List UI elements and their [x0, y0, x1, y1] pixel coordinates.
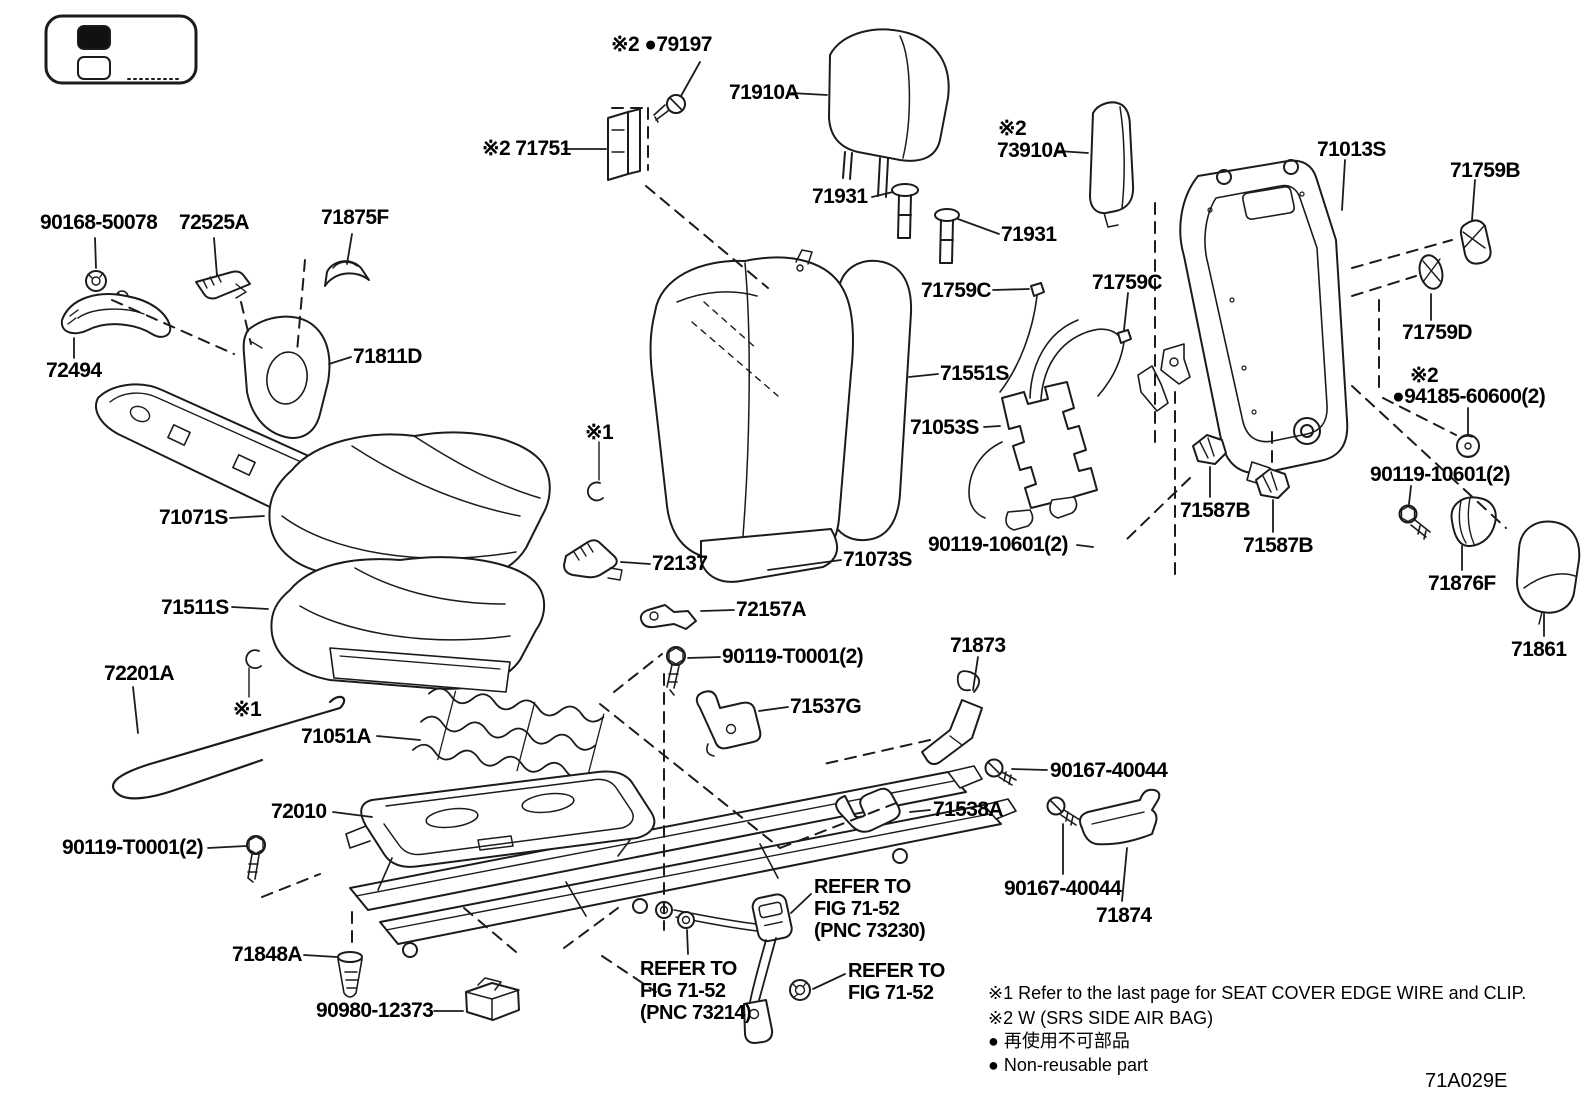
part-label-72157A: 72157A	[736, 598, 807, 621]
part-label-90168-50078: 90168-50078	[40, 211, 158, 234]
seatback-frame-drawing	[1137, 159, 1349, 486]
headrest-drawing	[828, 28, 950, 198]
part-label-71051A: 71051A	[301, 725, 372, 748]
recliner-parts-drawing	[835, 670, 1161, 846]
part-label-90167-40044-1: 90167-40044	[1050, 759, 1168, 782]
refer-line: (PNC 73214)	[640, 1002, 752, 1024]
seat-spring-drawing	[412, 687, 605, 784]
refer-line: FIG 71-52	[640, 980, 726, 1002]
part-label-72010: 72010	[271, 800, 327, 823]
seat-base-frame-drawing	[345, 765, 1017, 958]
part-label-72201A: 72201A	[104, 662, 175, 685]
part-label-71759D: 71759D	[1402, 321, 1473, 344]
lumbar-support-drawing	[968, 282, 1132, 531]
part-label-90167-40044-2: 90167-40044	[1004, 877, 1122, 900]
belt-hardware-drawing	[246, 835, 811, 1044]
part-label-72137: 72137	[652, 552, 708, 575]
part-label-71759C-left: 71759C	[921, 279, 992, 302]
part-label-73910A: 73910A	[997, 139, 1068, 162]
footnote-nonreusable-en: ● Non-reusable part	[988, 1055, 1148, 1075]
part-label-71751: ※2 71751	[482, 137, 571, 160]
footnote-nonreusable-jp: ● 再使用不可部品	[988, 1031, 1130, 1051]
seat-cushion-drawing	[268, 431, 551, 693]
part-label-71013S: 71013S	[1317, 138, 1386, 161]
footnote-marker-2b: ※2	[1410, 364, 1439, 387]
edge-wire-hook-icons	[245, 481, 604, 669]
part-label-71931-left: 71931	[812, 185, 868, 208]
part-label-71876F: 71876F	[1428, 572, 1496, 595]
part-label-71511S: 71511S	[161, 596, 229, 619]
part-label-71873: 71873	[950, 634, 1006, 657]
refer-line: FIG 71-52	[848, 982, 934, 1004]
part-label-71759B: 71759B	[1450, 159, 1521, 182]
center-brackets-drawing	[563, 539, 762, 757]
cushion-edge-wire-drawing	[112, 695, 346, 800]
figure-code: 71A029E	[1425, 1070, 1508, 1092]
part-label-71759C-right: 71759C	[1092, 271, 1163, 294]
footnote-srs-side-airbag: ※2 W (SRS SIDE AIR BAG)	[988, 1008, 1214, 1028]
part-label-90119-T0001-center: 90119-T0001(2)	[722, 645, 864, 668]
refer-note-pnc-73214: REFER TO FIG 71-52 (PNC 73214)	[640, 958, 752, 1024]
headrest-support-pins-drawing	[891, 183, 960, 264]
vehicle-inset-icon	[44, 14, 198, 85]
footnote-marker-1a: ※1	[233, 698, 262, 721]
part-label-71861: 71861	[1511, 638, 1567, 661]
refer-line: (PNC 73230)	[814, 920, 926, 942]
part-label-90980-12373: 90980-12373	[316, 999, 434, 1022]
part-label-90119-10601-right: 90119-10601(2)	[1370, 463, 1511, 486]
part-label-71537G: 71537G	[790, 695, 862, 718]
part-label-71587B-1: 71587B	[1180, 499, 1251, 522]
headrest-bracket-drawing	[607, 94, 686, 181]
seatback-cover-drawing	[649, 249, 913, 583]
part-label-71538A: 71538A	[933, 798, 1004, 821]
refer-line: REFER TO	[640, 958, 737, 980]
part-label-71053S: 71053S	[910, 416, 979, 439]
part-label-72525A: 72525A	[179, 211, 250, 234]
part-label-71073S: 71073S	[843, 548, 912, 571]
part-label-71551S: 71551S	[940, 362, 1009, 385]
part-label-71587B-2: 71587B	[1243, 534, 1314, 557]
refer-note-fig-71-52: REFER TO FIG 71-52	[848, 960, 945, 1004]
part-label-72494: 72494	[46, 359, 102, 382]
footnote-marker-1b: ※1	[585, 421, 614, 444]
assembly-dashed-lines	[111, 107, 1507, 993]
refer-line: REFER TO	[814, 876, 911, 898]
part-label-71811D: 71811D	[353, 345, 422, 368]
part-label-79197: ※2 ●79197	[611, 33, 712, 56]
part-label-71910A: 71910A	[729, 81, 800, 104]
part-label-71931-right: 71931	[1001, 223, 1057, 246]
footnote-seat-cover-edge-wire: ※1 Refer to the last page for SEAT COVER…	[988, 983, 1527, 1003]
side-airbag-pad-drawing	[1089, 101, 1135, 228]
right-hardware-drawing	[1398, 219, 1581, 625]
part-label-90119-T0001-left: 90119-T0001(2)	[62, 836, 204, 859]
refer-line: REFER TO	[848, 960, 945, 982]
leader-lines	[73, 61, 1545, 1012]
part-label-94185-60600: ●94185-60600(2)	[1392, 385, 1546, 408]
footnote-marker-2a: ※2	[998, 117, 1027, 140]
refer-line: FIG 71-52	[814, 898, 900, 920]
part-label-90119-10601-left: 90119-10601(2)	[928, 533, 1069, 556]
frame-clips-drawing	[1192, 434, 1290, 499]
part-label-71875F: 71875F	[321, 206, 389, 229]
part-label-71848A: 71848A	[232, 943, 303, 966]
part-label-71071S: 71071S	[159, 506, 228, 529]
refer-note-pnc-73230: REFER TO FIG 71-52 (PNC 73230)	[814, 876, 926, 942]
part-label-71874: 71874	[1096, 904, 1152, 927]
